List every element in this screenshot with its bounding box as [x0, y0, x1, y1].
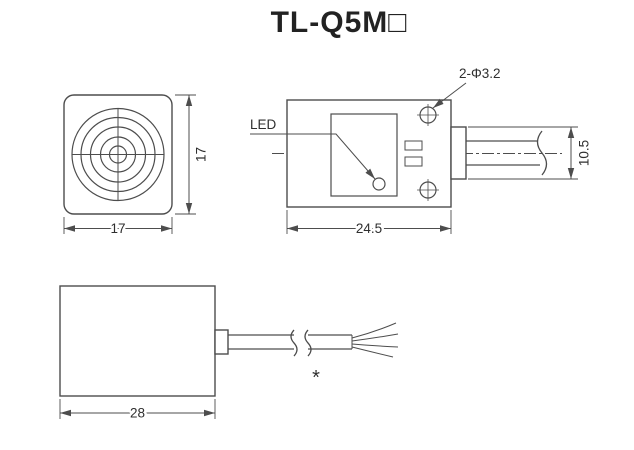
side-width-dim-label: 24.5 [356, 221, 382, 236]
bottom-width-dim-label: 28 [130, 406, 145, 421]
cable-break-right [304, 329, 312, 357]
cable-break-symbol [536, 130, 548, 176]
cable-height-dim-label: 10.5 [577, 140, 592, 166]
sensing-face-circles [71, 107, 165, 202]
front-width-dimension: 17 [63, 217, 173, 239]
mounting-hole-top [417, 104, 439, 126]
led-leader-arrow [250, 133, 376, 180]
cable-note-asterisk: * [312, 367, 320, 389]
side-view: LED 2-Φ3.2 24.5 10.5 [250, 66, 594, 239]
drawing-title: TL-Q5M□ [271, 6, 408, 39]
bottom-view-body [59, 285, 216, 397]
terminal-slot-top [404, 140, 423, 151]
terminal-slot-bottom [404, 156, 423, 167]
holes-leader-arrow [432, 82, 467, 109]
front-height-dimension: 17 [175, 94, 211, 215]
cable-height-dimension: 10.5 [468, 126, 594, 180]
front-height-dim-label: 17 [194, 147, 209, 162]
led-indicator [372, 177, 386, 191]
front-view: 17 17 [63, 94, 211, 239]
indicator-window [330, 113, 398, 197]
bottom-cable-gland [214, 329, 229, 355]
mounting-hole-bottom [417, 179, 439, 201]
side-view-body [286, 99, 452, 208]
lead-wires [351, 322, 399, 358]
bottom-width-dimension: 28 [59, 399, 216, 423]
bottom-view: * 28 [59, 285, 399, 423]
holes-label: 2-Φ3.2 [459, 66, 501, 81]
side-width-dimension: 24.5 [286, 210, 452, 239]
cable-break-left [290, 329, 298, 357]
cable-gland [450, 126, 467, 180]
led-label: LED [250, 117, 277, 132]
front-width-dim-label: 17 [110, 221, 125, 236]
